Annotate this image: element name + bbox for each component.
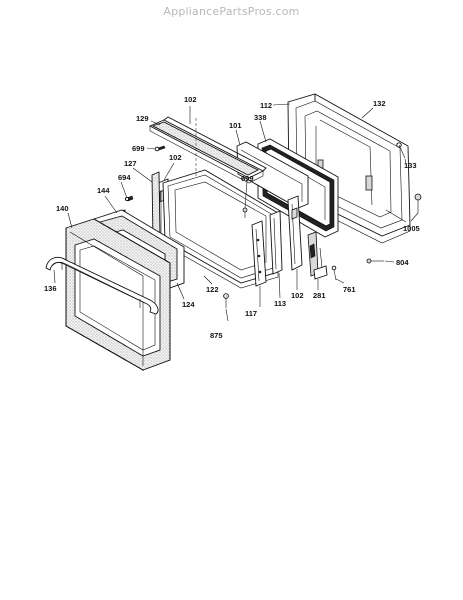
bracket-102-right: [287, 195, 303, 271]
fastener-1005: [414, 193, 422, 213]
callout-122: 122: [206, 285, 219, 294]
callout-102-right: 102: [291, 291, 304, 300]
callout-102-top: 102: [184, 95, 197, 104]
insulation-101: [236, 141, 309, 209]
callout-117: 117: [245, 309, 257, 318]
callout-699-mid: 699: [241, 174, 254, 183]
callout-132: 132: [373, 99, 386, 108]
callout-140: 140: [56, 204, 69, 213]
callout-124: 124: [182, 300, 195, 309]
vent-trim-129: [148, 116, 267, 184]
callout-875: 875: [210, 331, 223, 340]
callout-129: 129: [136, 114, 149, 123]
callout-804: 804: [396, 258, 409, 267]
screw-133: [396, 142, 406, 159]
callout-699-top: 699: [132, 144, 145, 153]
callout-101: 101: [229, 121, 242, 130]
callout-113: 113: [274, 299, 286, 308]
channel-117: [251, 220, 267, 287]
callout-labels: 102 129 699 127 102 144 694 140 136 124 …: [44, 95, 420, 340]
screw-761: [331, 265, 337, 281]
callout-112: 112: [260, 101, 272, 110]
callout-694: 694: [118, 173, 131, 182]
bracket-113: [269, 210, 283, 275]
screw-699-top: [154, 145, 166, 152]
screw-694: [124, 195, 134, 202]
outer-door-140: [65, 218, 171, 371]
callout-761: 761: [343, 285, 356, 294]
callout-144: 144: [97, 186, 110, 195]
callout-1005: 1005: [403, 224, 420, 233]
callout-281: 281: [313, 291, 326, 300]
callout-133: 133: [404, 161, 417, 170]
screw-804: [366, 258, 384, 264]
callout-127: 127: [124, 159, 137, 168]
screw-875: [223, 293, 229, 308]
callout-338: 338: [254, 113, 267, 122]
watermark: AppliancePartsPros.com: [163, 5, 300, 18]
handle-136: [45, 256, 159, 315]
callout-102-left: 102: [169, 153, 182, 162]
leader-lines: [53, 103, 419, 322]
hinge-281: [307, 231, 328, 280]
callout-136: 136: [44, 284, 57, 293]
